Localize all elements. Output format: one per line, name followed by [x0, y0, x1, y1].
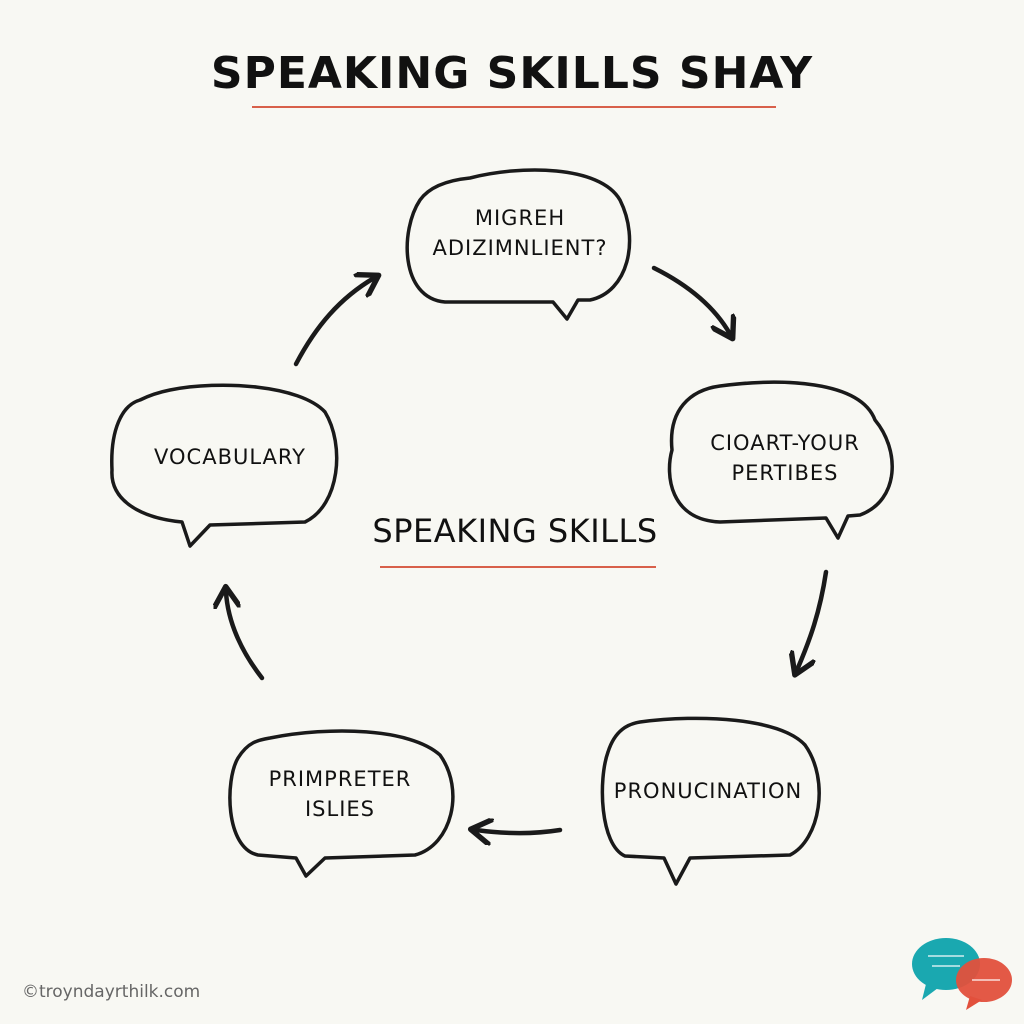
- diagram-title: SPEAKING SKILLS SHAY: [210, 48, 814, 99]
- speech-bubble-right: [667, 380, 894, 540]
- node-right-line-1: CIOART-YOUR: [710, 431, 860, 455]
- node-left-line-1: VOCABULARY: [154, 445, 306, 469]
- node-bottom-right-line-1: PRONUCINATION: [613, 779, 803, 803]
- node-top-text: MIGREH ADIZIMNLIENT?: [420, 203, 620, 263]
- speech-bubble-bottom-right: [600, 716, 821, 886]
- node-right-text: CIOART-YOUR PERTIBES: [680, 428, 890, 488]
- node-bottom-left-line-1: PRIMPRETER: [268, 767, 412, 791]
- speech-bubble-top: [405, 168, 632, 321]
- arrow-right-to-bottom-right: [797, 569, 829, 670]
- watermark-text: ©troyndayrthilk.com: [22, 982, 201, 1002]
- arrow-bottom-left-to-left: [226, 592, 265, 681]
- node-right-line-2: PERTIBES: [731, 461, 839, 485]
- node-left-text: VOCABULARY: [122, 442, 338, 472]
- speech-bubble-left: [110, 383, 339, 548]
- node-bottom-left-line-2: ISLIES: [304, 797, 375, 821]
- center-underline: [380, 566, 656, 568]
- node-top-line-1: MIGREH: [474, 206, 566, 230]
- node-bottom-left-text: PRIMPRETER ISLIES: [238, 764, 442, 824]
- arrow-bottom-right-to-bottom-left: [476, 830, 563, 833]
- node-bottom-right-text: PRONUCINATION: [606, 776, 810, 806]
- speech-bubble-bottom-left: [228, 729, 455, 878]
- arrow-left-to-top: [293, 278, 374, 367]
- chat-bubbles-logo-icon: [912, 938, 1012, 1010]
- center-label: SPEAKING SKILLS: [372, 512, 658, 550]
- node-top-line-2: ADIZIMNLIENT?: [432, 236, 608, 260]
- arrow-top-to-right: [651, 265, 730, 334]
- title-underline: [252, 106, 776, 108]
